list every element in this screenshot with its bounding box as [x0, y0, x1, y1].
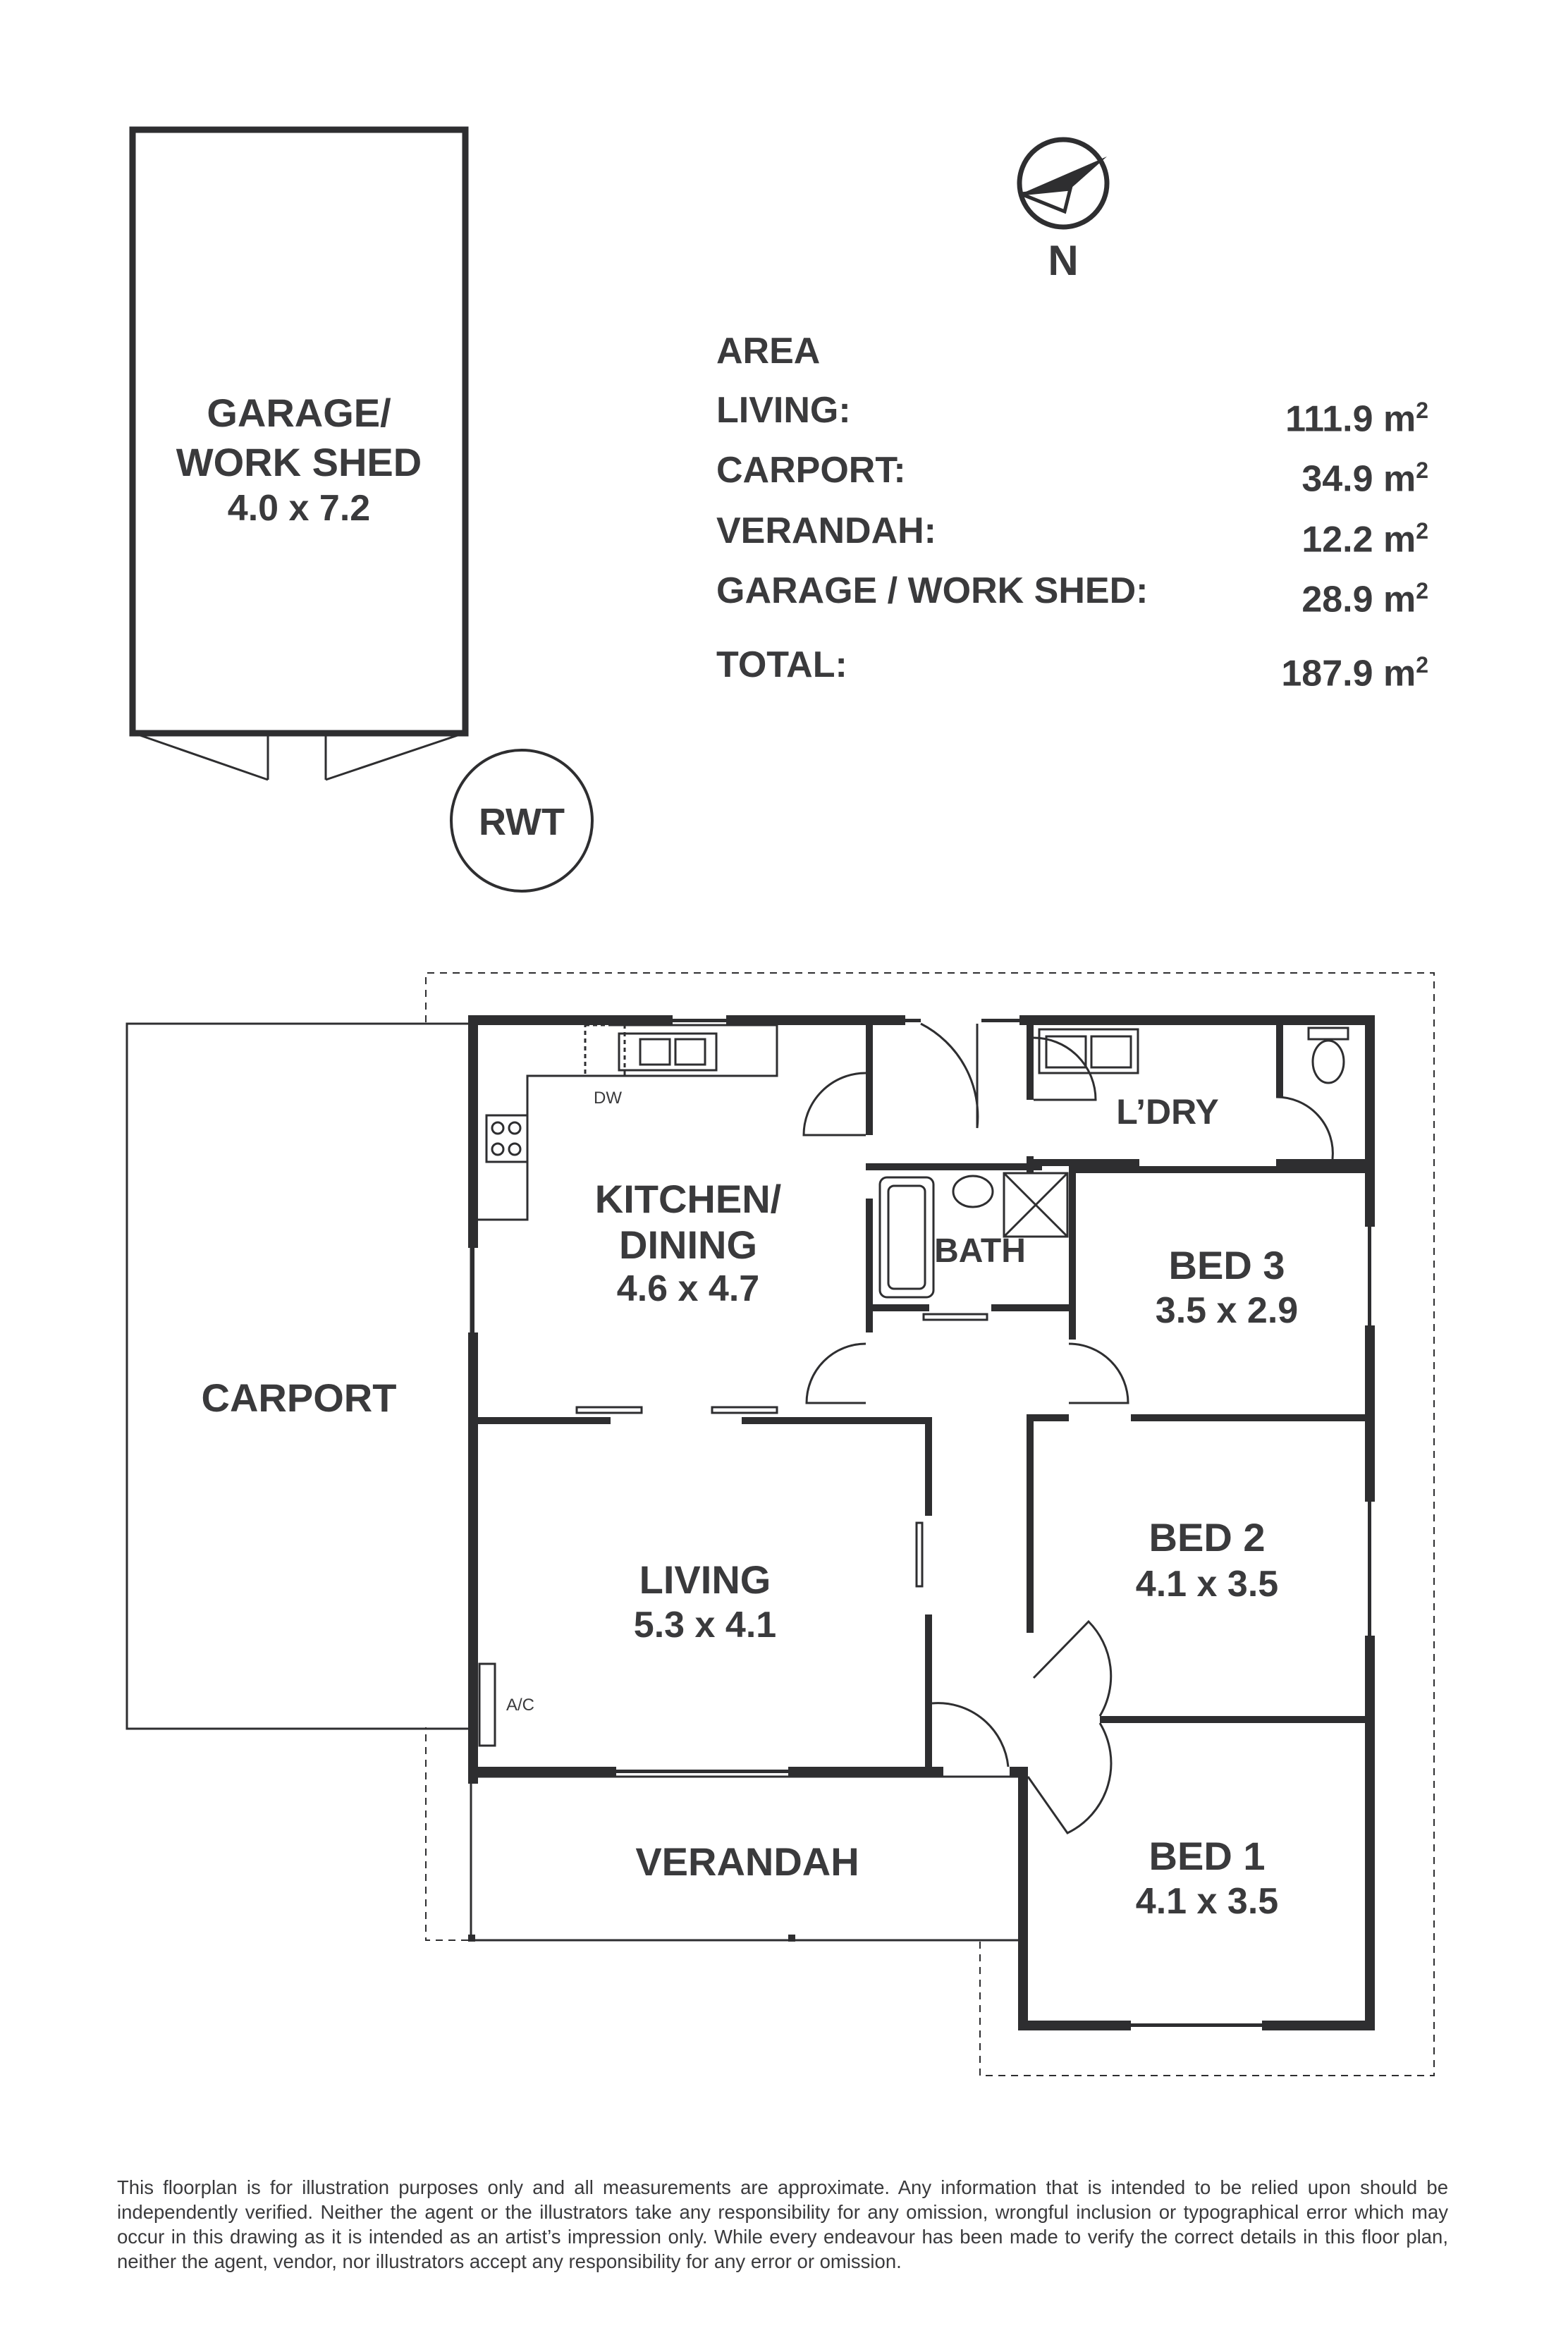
rwt-circle: [450, 749, 594, 893]
bed2-dimensions: 4.1 x 3.5: [1136, 1564, 1278, 1605]
living-label: LIVING: [639, 1557, 771, 1602]
shower-icon: [1003, 1172, 1069, 1238]
bed3-label: BED 3: [1169, 1243, 1285, 1287]
laundry-label: L’DRY: [1116, 1092, 1218, 1132]
bed2-label: BED 2: [1149, 1515, 1266, 1559]
verandah-label: VERANDAH: [635, 1839, 859, 1884]
bed1-dimensions: 4.1 x 3.5: [1136, 1881, 1278, 1922]
bath-fittings: [878, 1172, 1069, 1299]
walls: [468, 1015, 1375, 2030]
carport-label: CARPORT: [202, 1375, 397, 1420]
bed3-dimensions: 3.5 x 2.9: [1156, 1290, 1298, 1331]
kitchen-fittings: [478, 1024, 778, 1221]
rwt-label: RWT: [479, 801, 565, 843]
basin-icon: [952, 1175, 994, 1208]
compass: N: [1017, 137, 1110, 284]
area-row-label: LIVING:: [716, 390, 851, 431]
bath-label: BATH: [934, 1232, 1026, 1270]
aircon-label: A/C: [506, 1696, 534, 1715]
kitchen-door-swing: [802, 1072, 866, 1136]
entry-door-swing: [920, 1022, 979, 1129]
area-row-carport: CARPORT: 34.9 m2: [716, 445, 1428, 505]
garage-label-line1: GARAGE/: [207, 391, 391, 435]
disclaimer-text: This floorplan is for illustration purpo…: [117, 2176, 1448, 2272]
area-total-value: 187.9 m2: [1281, 652, 1428, 694]
sliding-doors: [575, 1313, 988, 1588]
compass-north-label: N: [1048, 237, 1078, 284]
dishwasher-icon: [584, 1024, 626, 1077]
area-table: AREA LIVING: 111.9 m2 CARPORT: 34.9 m2 V…: [716, 330, 1428, 700]
area-row-verandah: VERANDAH: 12.2 m2: [716, 505, 1428, 565]
garage-dimensions: 4.0 x 7.2: [228, 488, 370, 529]
kitchen-label-line1: KITCHEN/: [595, 1177, 782, 1221]
area-row-label: GARAGE / WORK SHED:: [716, 570, 1149, 611]
area-total-label: TOTAL:: [716, 644, 847, 686]
living-door-swing: [931, 1702, 1010, 1767]
area-row-total: TOTAL: 187.9 m2: [716, 639, 1428, 699]
area-row-value: 12.2 m2: [1301, 517, 1428, 560]
kitchen-dimensions: 4.6 x 4.7: [617, 1268, 759, 1309]
laundry-tub-icon: [1038, 1028, 1139, 1074]
doors: [802, 1022, 1334, 1834]
compass-ring: [1017, 137, 1110, 230]
toilet-icon: [1307, 1027, 1349, 1041]
bathtub-icon: [878, 1176, 935, 1299]
bed1-label: BED 1: [1149, 1834, 1266, 1878]
area-row-garage: GARAGE / WORK SHED: 28.9 m2: [716, 565, 1428, 625]
area-row-value: 34.9 m2: [1301, 458, 1428, 500]
bed2-door-swing: [1032, 1619, 1113, 1717]
compass-needle-icon: [1021, 157, 1107, 194]
cooktop-icon: [485, 1114, 529, 1163]
area-row-label: VERANDAH:: [716, 510, 936, 551]
area-row-value: 28.9 m2: [1301, 577, 1428, 620]
living-dimensions: 5.3 x 4.1: [634, 1605, 776, 1646]
kitchen-sink-icon: [618, 1032, 718, 1072]
kitchen-label-line2: DINING: [619, 1222, 757, 1267]
site-outline: [425, 972, 1435, 2076]
rainwater-tank: RWT: [450, 749, 594, 893]
aircon-unit-icon: [478, 1662, 496, 1747]
garage-work-shed: GARAGE/ WORK SHED 4.0 x 7.2: [129, 126, 469, 781]
dishwasher-label: DW: [594, 1089, 622, 1108]
garage-outline: [129, 126, 469, 737]
laundry-fittings: [1038, 1027, 1349, 1084]
bed1-door-swing: [1027, 1722, 1113, 1834]
hall-door-right-swing: [1068, 1342, 1129, 1404]
area-row-value: 111.9 m2: [1285, 398, 1428, 440]
garage-label-line2: WORK SHED: [176, 440, 422, 484]
hall-door-left-swing: [805, 1342, 866, 1404]
area-row-label: CARPORT:: [716, 450, 906, 491]
area-row-living: LIVING: 111.9 m2: [716, 385, 1428, 445]
area-heading: AREA: [716, 331, 821, 372]
kitchen-bench: [478, 1024, 778, 1221]
wc-door-swing: [1275, 1096, 1334, 1160]
